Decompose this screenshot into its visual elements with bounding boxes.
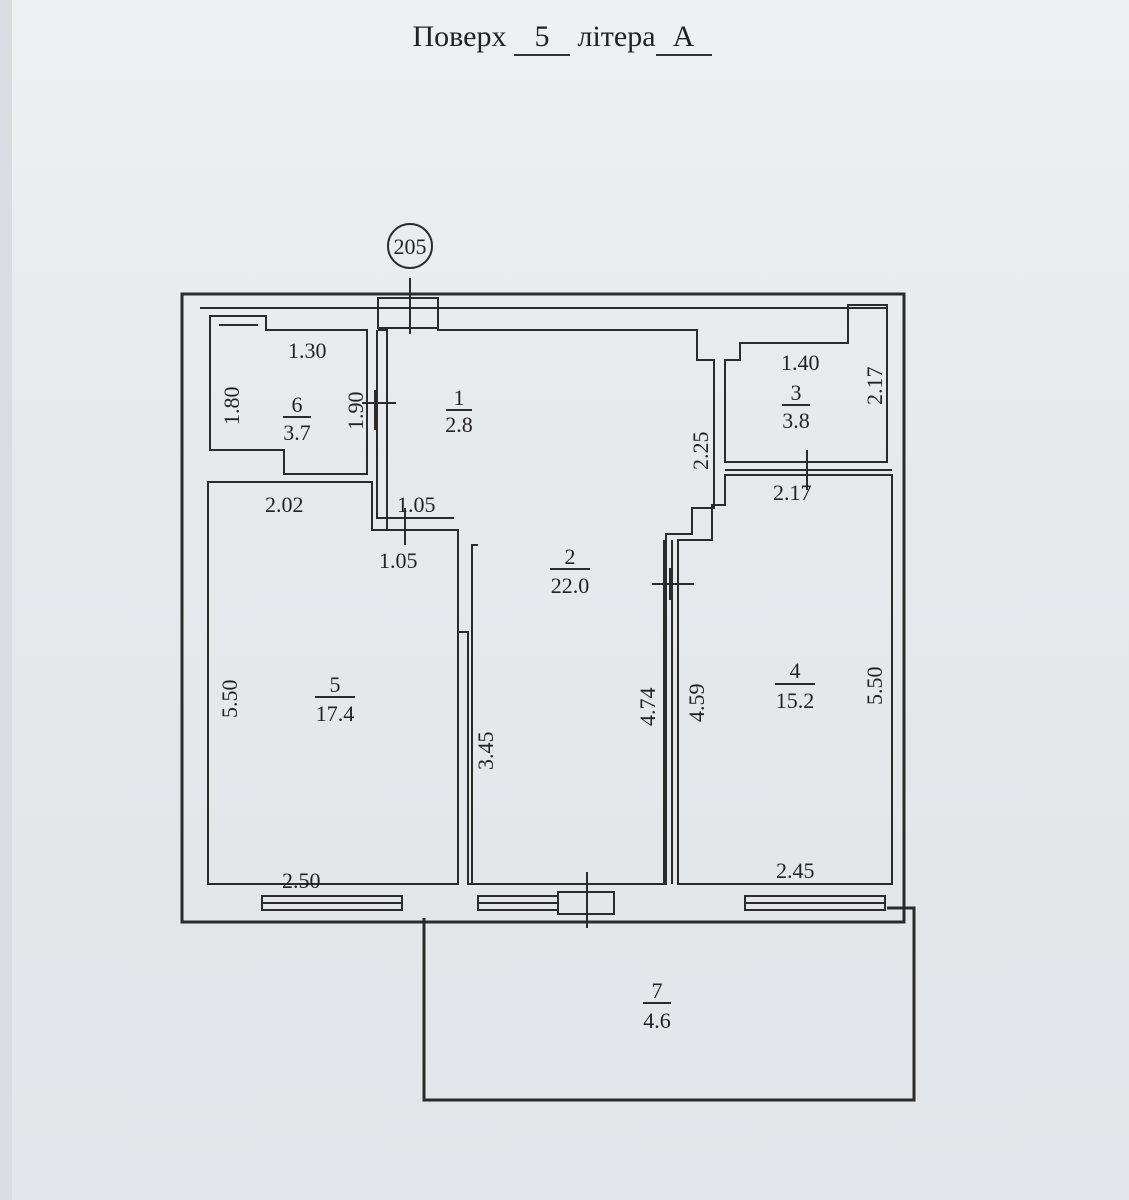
dimension-label: 3.45 bbox=[473, 732, 498, 771]
dimension-label: 1.30 bbox=[288, 338, 327, 363]
room-label-4: 4 15.2 bbox=[775, 658, 815, 713]
floor-label: Поверх bbox=[412, 20, 507, 53]
dimension-label: 5.50 bbox=[217, 680, 242, 719]
room-label-2: 2 22.0 bbox=[550, 544, 590, 598]
apartment-number: 205 bbox=[394, 234, 427, 259]
svg-text:4.6: 4.6 bbox=[643, 1008, 671, 1033]
svg-text:3: 3 bbox=[791, 380, 802, 405]
svg-text:5: 5 bbox=[330, 672, 341, 697]
room-4-outline bbox=[677, 474, 893, 885]
dimension-label: 1.90 bbox=[343, 392, 368, 431]
svg-text:7: 7 bbox=[652, 978, 663, 1003]
dimension-label: 4.59 bbox=[684, 684, 709, 723]
svg-text:3.8: 3.8 bbox=[782, 408, 810, 433]
dimension-label: 2.17 bbox=[862, 367, 887, 406]
balcony-outline bbox=[422, 906, 916, 1102]
svg-text:2: 2 bbox=[565, 544, 576, 569]
window-left bbox=[261, 895, 403, 911]
svg-text:6: 6 bbox=[292, 392, 303, 417]
outer-wall bbox=[180, 292, 906, 924]
dimension-label: 1.80 bbox=[219, 387, 244, 426]
letter-label: літера bbox=[577, 20, 656, 53]
floor-plan: 205 1 2.8 2 22.0 3 3.8 4 15.2 5 17.4 bbox=[180, 223, 916, 1102]
dimension-label: 1.05 bbox=[397, 492, 436, 517]
svg-text:17.4: 17.4 bbox=[316, 701, 355, 726]
dimension-label: 1.40 bbox=[781, 350, 820, 375]
letter-value: А bbox=[655, 20, 712, 56]
entrance-door bbox=[377, 278, 439, 334]
window-center bbox=[477, 895, 559, 911]
room-label-1: 1 2.8 bbox=[445, 385, 473, 437]
dimension-label: 2.02 bbox=[265, 492, 304, 517]
dimension-label: 2.25 bbox=[688, 432, 713, 471]
room-label-3: 3 3.8 bbox=[782, 380, 810, 433]
dimension-label: 5.50 bbox=[862, 667, 887, 706]
room-label-6: 6 3.7 bbox=[283, 392, 311, 445]
svg-text:15.2: 15.2 bbox=[776, 688, 815, 713]
svg-text:3.7: 3.7 bbox=[283, 420, 311, 445]
apartment-number-marker: 205 bbox=[387, 223, 433, 269]
dimension-label: 2.50 bbox=[282, 868, 321, 893]
dimension-label: 1.05 bbox=[379, 548, 418, 573]
dimension-label: 4.74 bbox=[635, 688, 660, 727]
balcony-door bbox=[557, 872, 615, 928]
window-right bbox=[744, 895, 886, 911]
dimension-label: 2.45 bbox=[776, 858, 815, 883]
svg-text:22.0: 22.0 bbox=[551, 573, 590, 598]
room-5-outline bbox=[207, 481, 459, 885]
room-label-5: 5 17.4 bbox=[315, 672, 355, 726]
svg-text:4: 4 bbox=[790, 658, 801, 683]
svg-text:2.8: 2.8 bbox=[445, 412, 473, 437]
dimension-label: 2.17 bbox=[773, 480, 812, 505]
svg-text:1: 1 bbox=[454, 385, 465, 410]
room-6-outline bbox=[209, 315, 368, 475]
room-label-7: 7 4.6 bbox=[643, 978, 671, 1033]
floor-value: 5 bbox=[513, 20, 570, 56]
